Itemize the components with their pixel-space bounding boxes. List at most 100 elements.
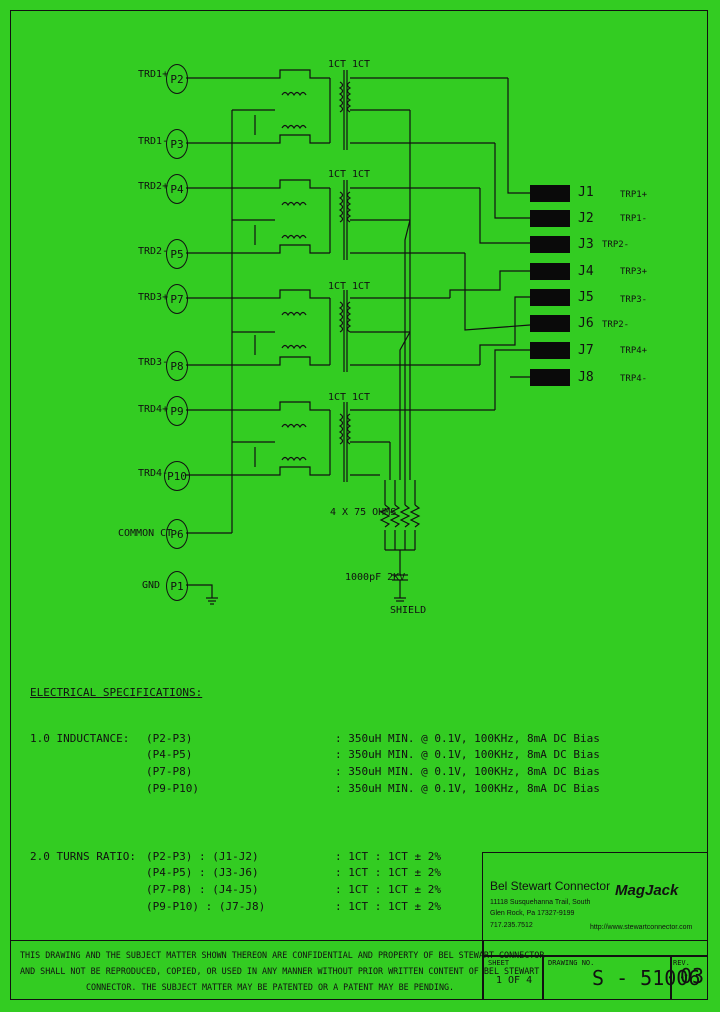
ct-label: 1CT [328, 59, 347, 70]
pin-signal-label: TRD1- [138, 136, 169, 147]
turns-value: : 1CT : 1CT ± 2% [335, 883, 441, 896]
drawing-number-label: DRAWING NO. [548, 959, 595, 967]
turns-value: : 1CT : 1CT ± 2% [335, 900, 441, 913]
jack-signal-label: TRP2- [602, 320, 630, 330]
inductance-pins: (P2-P3) [146, 732, 193, 745]
jack-signal-label: TRP4- [620, 374, 648, 384]
jack-label: J3 [578, 237, 594, 252]
drawing-number: S - 51006 [592, 966, 701, 990]
inductance-heading: 1.0 INDUCTANCE: [30, 732, 130, 745]
turns-pins: (P9-P10) : (J7-J8) [146, 900, 266, 913]
jack-signal-label: TRP2- [602, 240, 630, 250]
jack-contact [530, 289, 570, 306]
inductance-pins: (P9-P10) [146, 782, 199, 795]
pin-signal-label: TRD1+ [138, 69, 169, 80]
ct-label: 1CT [328, 169, 347, 180]
shield-label: SHIELD [390, 605, 427, 616]
pin-marker: P6 [166, 519, 188, 549]
confidential-notice: THIS DRAWING AND THE SUBJECT MATTER SHOW… [20, 950, 545, 960]
turns-value: : 1CT : 1CT ± 2% [335, 866, 441, 879]
resistor-label: 4 X 75 OHMS [330, 507, 397, 518]
inductance-value: : 350uH MIN. @ 0.1V, 100KHz, 8mA DC Bias [335, 765, 600, 778]
drawing-border [10, 10, 708, 1000]
revision-value: 03 [680, 964, 705, 988]
company-website: http://www.stewartconnector.com [590, 924, 693, 931]
company-address: 11118 Susquehanna Trail, South [490, 899, 591, 906]
jack-contact [530, 236, 570, 253]
pin-marker: P8 [166, 351, 188, 381]
spec-heading: ELECTRICAL SPECIFICATIONS: [30, 686, 203, 699]
turns-pins: (P4-P5) : (J3-J6) [146, 866, 259, 879]
pin-signal-label: GND [142, 580, 161, 591]
jack-contact [530, 342, 570, 359]
title-block [482, 852, 708, 940]
jack-signal-label: TRP3- [620, 295, 648, 305]
transformer-ch2 [254, 179, 480, 260]
capacitor-label: 1000pF 2KV [345, 572, 406, 583]
company-address: Glen Rock, Pa 17327-9199 [490, 910, 575, 917]
ct-label: 1CT [352, 59, 371, 70]
sheet-value: 1 OF 4 [496, 975, 533, 986]
jack-signal-label: TRP1+ [620, 190, 648, 200]
jack-signal-label: TRP4+ [620, 346, 648, 356]
jack-signal-label: TRP1- [620, 214, 648, 224]
turns-pins: (P2-P3) : (J1-J2) [146, 850, 259, 863]
pin-signal-label: TRD2- [138, 246, 169, 257]
turns-heading: 2.0 TURNS RATIO: [30, 850, 136, 863]
transformer-ch4 [254, 401, 495, 482]
magjack-logo: MagJack [615, 882, 679, 899]
inductance-pins: (P4-P5) [146, 748, 193, 761]
confidential-notice: AND SHALL NOT BE REPRODUCED, COPIED, OR … [20, 966, 540, 976]
ct-label: 1CT [328, 281, 347, 292]
pin-leads [186, 77, 275, 605]
inductance-value: : 350uH MIN. @ 0.1V, 100KHz, 8mA DC Bias [335, 782, 600, 795]
transformer-ch1 [254, 69, 508, 150]
turns-pins: (P7-P8) : (J4-J5) [146, 883, 259, 896]
jack-signal-label: TRP3+ [620, 267, 648, 277]
company-name: Bel Stewart Connector [490, 879, 611, 893]
company-phone: 717.235.7512 [490, 922, 533, 929]
jack-contact [530, 210, 570, 227]
revision-label: REV. [673, 959, 690, 967]
inductance-value: : 350uH MIN. @ 0.1V, 100KHz, 8mA DC Bias [335, 748, 600, 761]
footer-divider [482, 940, 484, 1000]
ct-label: 1CT [352, 169, 371, 180]
sheet-label: SHEET [488, 959, 510, 967]
ct-label: 1CT [352, 392, 371, 403]
jack-label: J7 [578, 343, 594, 358]
pin-signal-label: TRD4- [138, 468, 169, 479]
pin-signal-label: COMMON CT [118, 528, 173, 539]
jack-contact [530, 315, 570, 332]
turns-value: : 1CT : 1CT ± 2% [335, 850, 441, 863]
pin-marker: P9 [166, 396, 188, 426]
jack-label: J2 [578, 211, 594, 226]
pin-signal-label: TRD4+ [138, 404, 169, 415]
ct-label: 1CT [352, 281, 371, 292]
pin-marker: P10 [164, 461, 190, 491]
jack-contact [530, 369, 570, 386]
pin-marker: P3 [166, 129, 188, 159]
jack-label: J5 [578, 290, 594, 305]
footer-divider [482, 955, 708, 957]
jack-label: J6 [578, 316, 594, 331]
confidential-notice: CONNECTOR. THE SUBJECT MATTER MAY BE PAT… [86, 982, 455, 992]
ct-label: 1CT [328, 392, 347, 403]
schematic-diagram [186, 69, 531, 605]
jack-contact [530, 185, 570, 202]
pin-signal-label: TRD3+ [138, 292, 169, 303]
pin-marker: P1 [166, 571, 188, 601]
inductance-value: : 350uH MIN. @ 0.1V, 100KHz, 8mA DC Bias [335, 732, 600, 745]
jack-label: J8 [578, 370, 594, 385]
transformer-ch3 [254, 289, 480, 372]
pin-signal-label: TRD3- [138, 357, 169, 368]
pin-signal-label: TRD2+ [138, 181, 169, 192]
jack-routing [379, 78, 531, 602]
footer-divider [542, 955, 544, 1000]
pin-marker: P2 [166, 64, 188, 94]
inductance-pins: (P7-P8) [146, 765, 193, 778]
footer-row [10, 940, 708, 1001]
pin-marker: P5 [166, 239, 188, 269]
jack-contact [530, 263, 570, 280]
pin-marker: P7 [166, 284, 188, 314]
jack-label: J1 [578, 185, 594, 200]
